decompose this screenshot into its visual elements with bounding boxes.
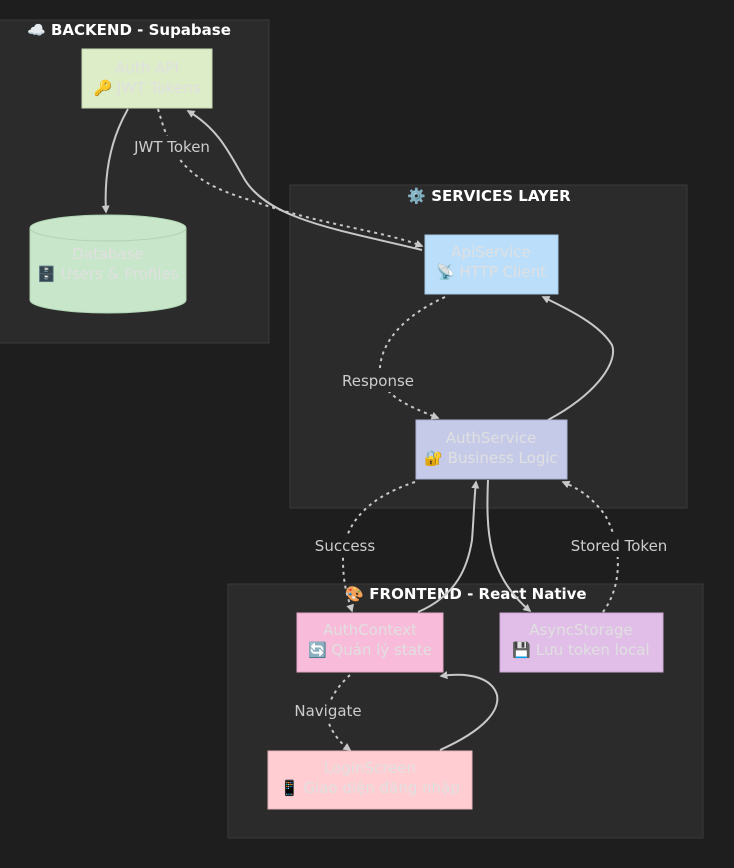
svg-text:Navigate: Navigate (294, 702, 361, 720)
auth-service-title: AuthService (446, 429, 537, 447)
edge-auth-context-to-auth-service (417, 480, 480, 613)
services-cluster-title: ⚙️ SERVICES LAYER (407, 187, 571, 205)
login-screen-node[interactable]: LoginScreen 📱 Giao diện đăng nhập (267, 750, 473, 810)
edge-label-response: Response (339, 370, 417, 392)
auth-context-title: AuthContext (323, 621, 417, 639)
async-storage-node[interactable]: AsyncStorage 💾 Lưu token local (499, 612, 664, 673)
auth-service-node[interactable]: AuthService 🔐 Business Logic (415, 419, 568, 480)
auth-api-subtitle: 🔑 JWT Tokens (93, 78, 200, 97)
edge-auth-service-to-api-service (541, 296, 615, 421)
edge-login-screen-to-auth-context (439, 671, 499, 751)
database-title: Database (72, 245, 144, 263)
auth-api-box (81, 48, 213, 109)
edge-api-service-to-auth-api (186, 110, 423, 251)
auth-context-subtitle: 🔄 Quản lý state (308, 641, 432, 659)
async-storage-title: AsyncStorage (529, 621, 632, 639)
login-screen-box (267, 750, 473, 810)
api-service-title: ApiService (451, 243, 530, 261)
backend-cluster-title: ☁️ BACKEND - Supabase (27, 21, 231, 39)
auth-context-box (296, 612, 444, 673)
auth-service-box (415, 419, 568, 480)
auth-api-node[interactable]: Auth API 🔑 JWT Tokens (81, 48, 213, 109)
svg-text:JWT Token: JWT Token (133, 138, 210, 156)
edge-auth-service-to-async-storage (486, 479, 532, 613)
edge-label-success: Success (310, 535, 380, 557)
edge-auth-api-to-database (101, 108, 129, 214)
edge-label-jwt-token: JWT Token (128, 136, 216, 158)
edge-label-navigate: Navigate (289, 700, 369, 722)
edge-label-stored-token: Stored Token (563, 535, 675, 557)
auth-service-subtitle: 🔐 Business Logic (424, 449, 558, 467)
async-storage-box (499, 612, 664, 673)
svg-text:Response: Response (342, 372, 414, 390)
async-storage-subtitle: 💾 Lưu token local (512, 641, 649, 659)
auth-context-node[interactable]: AuthContext 🔄 Quản lý state (296, 612, 444, 673)
edge-auth-context-to-login-screen (326, 674, 352, 751)
login-screen-title: LoginScreen (324, 759, 416, 777)
api-service-subtitle: 📡 HTTP Client (436, 262, 546, 281)
database-cylinder (29, 228, 187, 314)
database-node[interactable]: Database 🗄️ Users & Profiles (29, 214, 187, 314)
database-cylinder-top (29, 214, 187, 242)
auth-api-title: Auth API (115, 59, 179, 77)
svg-text:Success: Success (315, 537, 376, 555)
svg-text:Stored Token: Stored Token (571, 537, 668, 555)
database-subtitle: 🗄️ Users & Profiles (37, 265, 178, 283)
frontend-cluster-title: 🎨 FRONTEND - React Native (345, 584, 586, 603)
login-screen-subtitle: 📱 Giao diện đăng nhập (280, 779, 460, 797)
api-service-box (424, 234, 559, 295)
api-service-node[interactable]: ApiService 📡 HTTP Client (424, 234, 559, 295)
